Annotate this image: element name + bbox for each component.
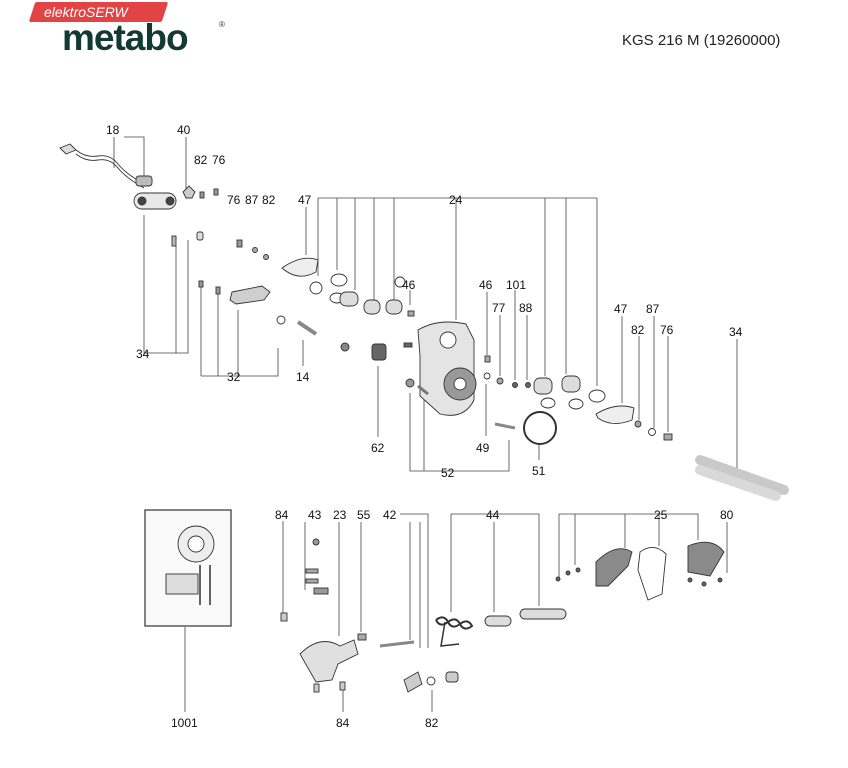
label-plate-part (144, 509, 232, 627)
part-label: 55 (357, 508, 371, 522)
part-label: 77 (492, 301, 506, 315)
brand-logo: metabo (62, 17, 189, 58)
part-label: 14 (296, 370, 310, 384)
guide-rods-part (695, 455, 789, 501)
part-label: 25 (654, 508, 668, 522)
part-label: 51 (532, 464, 546, 478)
part-label: 76 (660, 323, 674, 337)
link-plate-part (281, 257, 319, 277)
part-label: 34 (136, 347, 150, 361)
arm-part (299, 639, 359, 683)
leader-lines (113, 136, 738, 712)
part-label: 76 (212, 153, 226, 167)
part-label: 47 (614, 302, 628, 316)
part-label: 24 (449, 193, 463, 207)
part-label: 42 (383, 508, 397, 522)
registered-mark: ® (219, 20, 225, 29)
part-label: 82 (194, 153, 208, 167)
part-label: 32 (227, 370, 241, 384)
part-label: 82 (425, 716, 439, 730)
part-label: 34 (729, 325, 743, 339)
part-label: 52 (441, 466, 455, 480)
part-label: 40 (177, 123, 191, 137)
guard-part-right (687, 541, 725, 577)
part-labels: 18 40 82 76 76 87 82 47 24 46 46 101 77 … (106, 123, 743, 730)
part-label: 18 (106, 123, 120, 137)
part-label: 62 (371, 441, 385, 455)
part-label: 84 (336, 716, 350, 730)
part-label: 82 (631, 323, 645, 337)
part-label: 76 (227, 193, 241, 207)
part-label: 47 (298, 193, 312, 207)
part-label: 23 (333, 508, 347, 522)
part-label: 87 (646, 302, 660, 316)
bracket-part (182, 185, 196, 199)
components (59, 143, 789, 693)
watermark-text: elektroSERW (44, 4, 128, 20)
model-title: KGS 216 M (19260000) (622, 32, 781, 49)
part-label: 46 (402, 278, 416, 292)
guard-part-left (595, 548, 633, 587)
part-label: 88 (519, 301, 533, 315)
part-label: 1001 (171, 716, 198, 730)
part-label: 49 (476, 441, 490, 455)
part-label: 46 (479, 278, 493, 292)
part-label: 43 (308, 508, 322, 522)
part-label: 87 (245, 193, 259, 207)
part-label: 101 (506, 278, 526, 292)
lever-part (229, 285, 271, 305)
part-label: 80 (720, 508, 734, 522)
main-housing-part (417, 321, 477, 416)
part-label: 82 (262, 193, 276, 207)
part-label: 44 (486, 508, 500, 522)
cable-clamp-part (59, 143, 177, 210)
part-label: 84 (275, 508, 289, 522)
